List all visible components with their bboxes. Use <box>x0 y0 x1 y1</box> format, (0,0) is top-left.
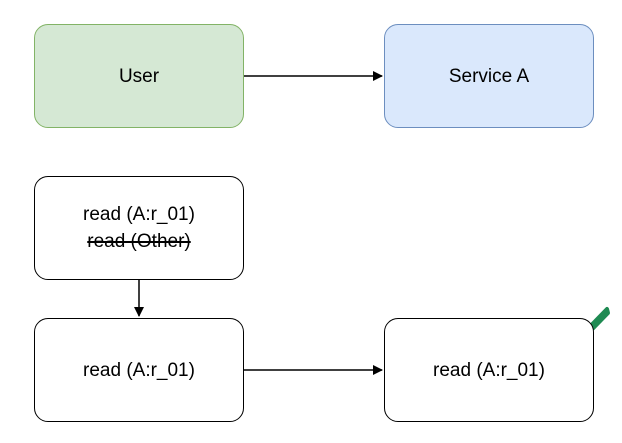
node-user: User <box>34 24 244 128</box>
node-service-a-label: Service A <box>448 65 530 87</box>
node-service-a: Service A <box>384 24 594 128</box>
node-read-middle: read (A:r_01) <box>34 318 244 422</box>
node-read-final: read (A:r_01) <box>384 318 594 422</box>
node-read-filter-struck-line: read (Other) <box>87 231 191 252</box>
node-user-label: User <box>118 65 160 87</box>
node-read-final-label: read (A:r_01) <box>433 359 545 381</box>
node-read-filter: read (A:r_01) read (Other) <box>34 176 244 280</box>
node-read-filter-line1: read (A:r_01) <box>83 204 195 225</box>
node-read-middle-label: read (A:r_01) <box>83 359 195 381</box>
